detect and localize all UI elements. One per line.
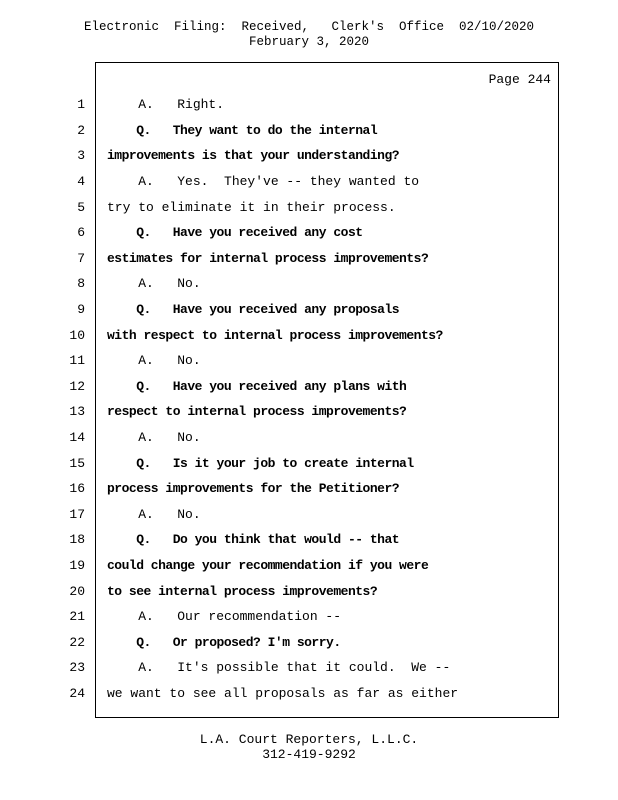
transcript-lines: 1 A. Right.2 Q. They want to do the inte… bbox=[0, 92, 618, 706]
transcript-line: 23 A. It's possible that it could. We -- bbox=[0, 655, 618, 681]
transcript-page-border bbox=[95, 62, 559, 718]
transcript-line: 14 A. No. bbox=[0, 425, 618, 451]
line-number: 13 bbox=[69, 404, 85, 420]
line-text: to see internal process improvements? bbox=[107, 583, 378, 599]
reporter-phone: 312-419-9292 bbox=[262, 747, 356, 762]
transcript-line: 18 Q. Do you think that would -- that bbox=[0, 527, 618, 553]
line-number: 4 bbox=[77, 174, 85, 190]
line-text: A. No. bbox=[107, 506, 201, 522]
transcript-line: 2 Q. They want to do the internal bbox=[0, 118, 618, 144]
transcript-line: 6 Q. Have you received any cost bbox=[0, 220, 618, 246]
deposition-date-line: February 3, 2020 bbox=[248, 35, 370, 49]
line-number: 6 bbox=[77, 225, 85, 241]
line-number: 11 bbox=[69, 353, 85, 369]
line-text: Q. They want to do the internal bbox=[107, 122, 378, 138]
line-number: 20 bbox=[69, 583, 85, 599]
line-text: Q. Have you received any cost bbox=[107, 225, 363, 241]
line-number: 1 bbox=[77, 97, 85, 113]
line-number: 5 bbox=[77, 199, 85, 215]
transcript-line: 7 estimates for internal process improvem… bbox=[0, 246, 618, 272]
line-text: Q. Have you received any plans with bbox=[107, 378, 407, 394]
line-text: process improvements for the Petitioner? bbox=[107, 481, 400, 497]
line-text: A. No. bbox=[107, 353, 201, 369]
line-text: A. Right. bbox=[107, 97, 225, 113]
line-text: A. Yes. They've -- they wanted to bbox=[107, 174, 420, 190]
transcript-line: 1 A. Right. bbox=[0, 92, 618, 118]
line-number: 21 bbox=[69, 609, 85, 625]
line-number: 14 bbox=[69, 430, 85, 446]
line-number: 17 bbox=[69, 506, 85, 522]
transcript-line: 9 Q. Have you received any proposals bbox=[0, 297, 618, 323]
line-number: 10 bbox=[69, 327, 85, 343]
line-text: Q. Have you received any proposals bbox=[107, 302, 400, 318]
transcript-line: 16 process improvements for the Petitione… bbox=[0, 476, 618, 502]
line-number: 7 bbox=[77, 250, 85, 266]
filing-stamp-line: Electronic Filing: Received, Clerk's Off… bbox=[83, 20, 535, 34]
line-text: could change your recommendation if you … bbox=[107, 557, 429, 573]
line-text: try to eliminate it in their process. bbox=[107, 199, 396, 215]
line-text: A. No. bbox=[107, 430, 201, 446]
line-number: 12 bbox=[69, 378, 85, 394]
page-number-label: Page 244 bbox=[488, 72, 551, 87]
line-number: 16 bbox=[69, 481, 85, 497]
line-text: Q. Do you think that would -- that bbox=[107, 532, 400, 548]
transcript-line: 24 we want to see all proposals as far as… bbox=[0, 681, 618, 707]
line-number: 2 bbox=[77, 122, 85, 138]
filing-header: Electronic Filing: Received, Clerk's Off… bbox=[0, 20, 618, 50]
line-number: 18 bbox=[69, 532, 85, 548]
line-text: respect to internal process improvements… bbox=[107, 404, 407, 420]
transcript-line: 3 improvements is that your understanding… bbox=[0, 143, 618, 169]
line-text: A. No. bbox=[107, 276, 201, 292]
line-text: A. Our recommendation -- bbox=[107, 609, 342, 625]
line-text: we want to see all proposals as far as e… bbox=[107, 685, 459, 701]
transcript-line: 5 try to eliminate it in their process. bbox=[0, 194, 618, 220]
line-number: 3 bbox=[77, 148, 85, 164]
line-number: 24 bbox=[69, 685, 85, 701]
transcript-line: 19 could change your recommendation if yo… bbox=[0, 553, 618, 579]
line-text: A. It's possible that it could. We -- bbox=[107, 660, 451, 676]
line-number: 8 bbox=[77, 276, 85, 292]
transcript-line: 13 respect to internal process improvemen… bbox=[0, 399, 618, 425]
line-text: with respect to internal process improve… bbox=[107, 327, 443, 343]
line-text: estimates for internal process improveme… bbox=[107, 250, 429, 266]
transcript-line: 10 with respect to internal process impro… bbox=[0, 322, 618, 348]
line-number: 22 bbox=[69, 634, 85, 650]
transcript-line: 4 A. Yes. They've -- they wanted to bbox=[0, 169, 618, 195]
transcript-line: 22 Q. Or proposed? I'm sorry. bbox=[0, 629, 618, 655]
transcript-line: 15 Q. Is it your job to create internal bbox=[0, 450, 618, 476]
transcript-line: 8 A. No. bbox=[0, 271, 618, 297]
line-number: 15 bbox=[69, 455, 85, 471]
transcript-line: 12 Q. Have you received any plans with bbox=[0, 374, 618, 400]
transcript-line: 20 to see internal process improvements? bbox=[0, 578, 618, 604]
line-number: 9 bbox=[77, 302, 85, 318]
reporter-name: L.A. Court Reporters, L.L.C. bbox=[199, 732, 419, 747]
line-text: Q. Is it your job to create internal bbox=[107, 455, 414, 471]
transcript-line: 21 A. Our recommendation -- bbox=[0, 604, 618, 630]
transcript-line: 17 A. No. bbox=[0, 502, 618, 528]
line-number: 19 bbox=[69, 557, 85, 573]
reporter-footer: L.A. Court Reporters, L.L.C. 312-419-929… bbox=[0, 732, 618, 762]
line-number: 23 bbox=[69, 660, 85, 676]
transcript-line: 11 A. No. bbox=[0, 348, 618, 374]
line-text: improvements is that your understanding? bbox=[107, 148, 400, 164]
line-text: Q. Or proposed? I'm sorry. bbox=[107, 634, 341, 650]
